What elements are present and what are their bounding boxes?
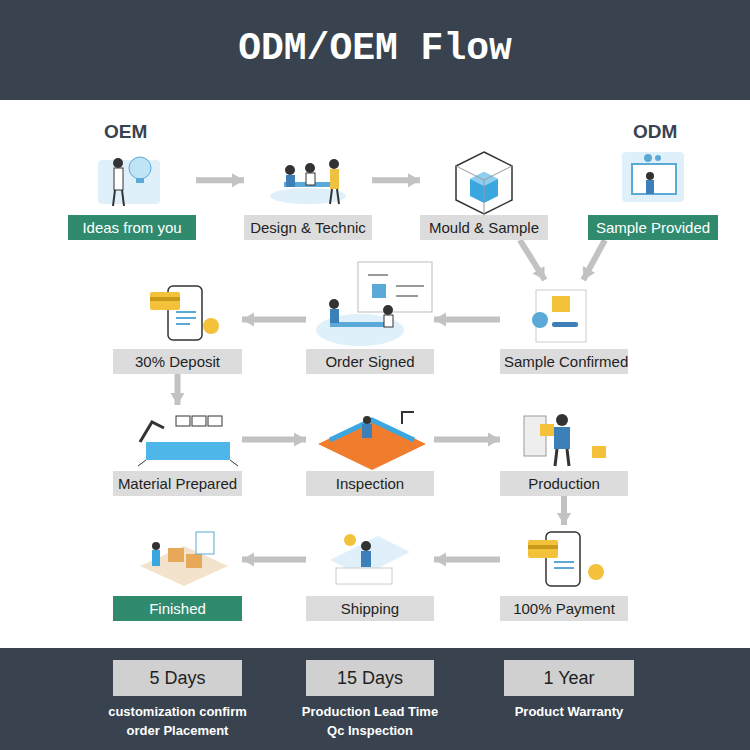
step-box: Finished — [113, 525, 242, 621]
step-box: Design & Technic — [244, 148, 372, 240]
step-box: Production — [500, 405, 628, 496]
flow-arrow — [196, 177, 244, 183]
step-label: Inspection — [306, 471, 434, 496]
flow-arrow — [175, 374, 181, 405]
duration-box: 5 Dayscustomization confirm order Placem… — [113, 660, 242, 740]
step-box: Material Prepared — [113, 405, 242, 496]
shipping-icon — [330, 534, 410, 584]
step-label: 100% Payment — [500, 596, 628, 621]
duration-box: 1 YearProduct Warranty — [504, 660, 634, 721]
production-icon — [524, 414, 606, 466]
flow-arrow — [242, 316, 306, 322]
footer-note: Product Warranty — [489, 702, 649, 721]
step-box: Ideas from you — [68, 148, 196, 240]
step-box: 30% Deposit — [113, 280, 242, 374]
cube-icon — [456, 152, 512, 214]
flow-arrow — [583, 240, 605, 280]
step-label: Material Prepared — [113, 471, 242, 496]
step-box: Sample Provided — [588, 148, 718, 240]
duration-label: 15 Days — [306, 660, 434, 696]
step-box: Shipping — [306, 525, 434, 621]
flow-arrow — [434, 437, 500, 443]
conveyor-icon — [138, 416, 238, 466]
step-label: Order Signed — [306, 349, 434, 374]
flow-arrow — [242, 437, 306, 443]
confirm-icon — [532, 290, 586, 342]
flow-arrow — [434, 557, 500, 563]
step-label: Shipping — [306, 596, 434, 621]
step-label: Sample Provided — [588, 215, 718, 240]
flow-arrow — [520, 240, 545, 280]
step-label: Finished — [113, 596, 242, 621]
flow-arrow — [242, 557, 306, 563]
flow-arrow — [372, 177, 420, 183]
step-label: Production — [500, 471, 628, 496]
step-box: Sample Confirmed — [500, 280, 628, 374]
idea-icon — [98, 157, 160, 206]
step-box: 100% Payment — [500, 525, 628, 621]
phone-payment-icon — [150, 286, 219, 340]
flow-arrow — [434, 316, 500, 322]
step-label: Design & Technic — [244, 215, 372, 240]
screen-icon — [622, 152, 684, 202]
duration-label: 1 Year — [504, 660, 634, 696]
step-label: Ideas from you — [68, 215, 196, 240]
column-heading: OEM — [104, 121, 147, 143]
step-box: Order Signed — [306, 280, 434, 374]
warehouse-icon — [140, 532, 228, 586]
step-box: Mould & Sample — [420, 148, 548, 240]
step-label: Sample Confirmed — [500, 349, 628, 374]
duration-box: 15 DaysProduction Lead Time Qc Inspectio… — [306, 660, 434, 740]
footer-note: Production Lead Time Qc Inspection — [292, 702, 448, 740]
footer-note: customization confirm order Placement — [97, 702, 259, 740]
column-heading: ODM — [633, 121, 677, 143]
step-label: 30% Deposit — [113, 349, 242, 374]
title: ODM/OEM Flow — [0, 24, 750, 74]
contract-icon — [316, 262, 432, 346]
phone-payment-icon — [528, 532, 604, 586]
step-label: Mould & Sample — [420, 215, 548, 240]
duration-label: 5 Days — [113, 660, 242, 696]
meeting-icon — [270, 159, 346, 204]
inspection-icon — [318, 412, 426, 470]
step-box: Inspection — [306, 405, 434, 496]
flow-arrow — [561, 496, 567, 525]
